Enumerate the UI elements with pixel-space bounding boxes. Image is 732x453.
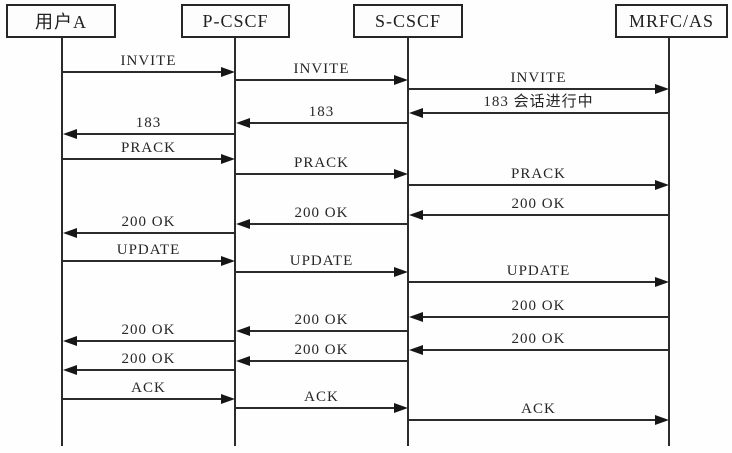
message-label: 200 OK	[294, 342, 349, 358]
message-line	[235, 173, 395, 175]
arrowhead-icon	[409, 345, 423, 355]
message-label: 200 OK	[511, 298, 566, 314]
message-label: 200 OK	[121, 214, 176, 230]
arrowhead-icon	[63, 228, 77, 238]
arrowhead-icon	[409, 312, 423, 322]
arrowhead-icon	[63, 336, 77, 346]
message-line	[75, 133, 235, 135]
message-label: INVITE	[293, 61, 350, 77]
message-line	[248, 330, 408, 332]
message-line	[235, 271, 395, 273]
message-label: 200 OK	[294, 205, 349, 221]
message-label: PRACK	[293, 155, 350, 171]
lifeline-user-a	[61, 38, 63, 446]
arrowhead-icon	[221, 256, 235, 266]
message-label: PRACK	[510, 166, 567, 182]
message-label: 200 OK	[511, 331, 566, 347]
message-label: 183 会话进行中	[483, 94, 594, 110]
message-line	[62, 398, 222, 400]
message-line	[62, 71, 222, 73]
message-label: 200 OK	[121, 322, 176, 338]
message-label: ACK	[521, 401, 556, 417]
message-line	[62, 260, 222, 262]
message-label: UPDATE	[506, 263, 571, 279]
actor-box-user-a: 用户A	[6, 4, 116, 38]
message-line	[248, 360, 408, 362]
arrowhead-icon	[655, 84, 669, 94]
arrowhead-icon	[221, 154, 235, 164]
arrowhead-icon	[655, 180, 669, 190]
message-line	[248, 223, 408, 225]
message-label: ACK	[131, 380, 166, 396]
message-line	[408, 281, 656, 283]
lifeline-p-cscf	[234, 38, 236, 446]
message-label: 183	[135, 115, 162, 131]
message-line	[408, 184, 656, 186]
message-line	[235, 407, 395, 409]
arrowhead-icon	[394, 267, 408, 277]
message-label: INVITE	[510, 70, 567, 86]
message-label: ACK	[304, 389, 339, 405]
message-label: INVITE	[120, 53, 177, 69]
actor-label: 用户A	[35, 12, 87, 32]
arrowhead-icon	[394, 75, 408, 85]
message-line	[421, 316, 669, 318]
lifeline-mrfc-as	[668, 38, 670, 446]
arrowhead-icon	[409, 108, 423, 118]
message-line	[248, 122, 408, 124]
message-label: UPDATE	[116, 242, 181, 258]
arrowhead-icon	[409, 210, 423, 220]
arrowhead-icon	[236, 219, 250, 229]
arrowhead-icon	[394, 169, 408, 179]
message-line	[421, 349, 669, 351]
message-line	[235, 79, 395, 81]
message-line	[75, 340, 235, 342]
actor-label: MRFC/AS	[628, 10, 715, 31]
actor-box-s-cscf: S-CSCF	[353, 4, 463, 38]
message-line	[421, 214, 669, 216]
message-label: 200 OK	[294, 312, 349, 328]
message-line	[75, 232, 235, 234]
message-line	[75, 369, 235, 371]
arrowhead-icon	[236, 356, 250, 366]
actor-label: P-CSCF	[202, 10, 269, 31]
actor-box-p-cscf: P-CSCF	[181, 4, 290, 38]
message-label: 200 OK	[121, 351, 176, 367]
arrowhead-icon	[655, 277, 669, 287]
arrowhead-icon	[63, 365, 77, 375]
arrowhead-icon	[236, 118, 250, 128]
arrowhead-icon	[221, 394, 235, 404]
arrowhead-icon	[236, 326, 250, 336]
message-label: 200 OK	[511, 196, 566, 212]
message-line	[62, 158, 222, 160]
arrowhead-icon	[394, 403, 408, 413]
message-line	[421, 112, 669, 114]
message-line	[408, 419, 656, 421]
arrowhead-icon	[221, 67, 235, 77]
message-label: UPDATE	[289, 253, 354, 269]
arrowhead-icon	[655, 415, 669, 425]
message-label: PRACK	[120, 140, 177, 156]
message-label: 183	[308, 104, 335, 120]
message-line	[408, 88, 656, 90]
arrowhead-icon	[63, 129, 77, 139]
lifeline-s-cscf	[407, 38, 409, 446]
actor-label: S-CSCF	[374, 10, 442, 31]
actor-box-mrfc-as: MRFC/AS	[615, 4, 728, 38]
